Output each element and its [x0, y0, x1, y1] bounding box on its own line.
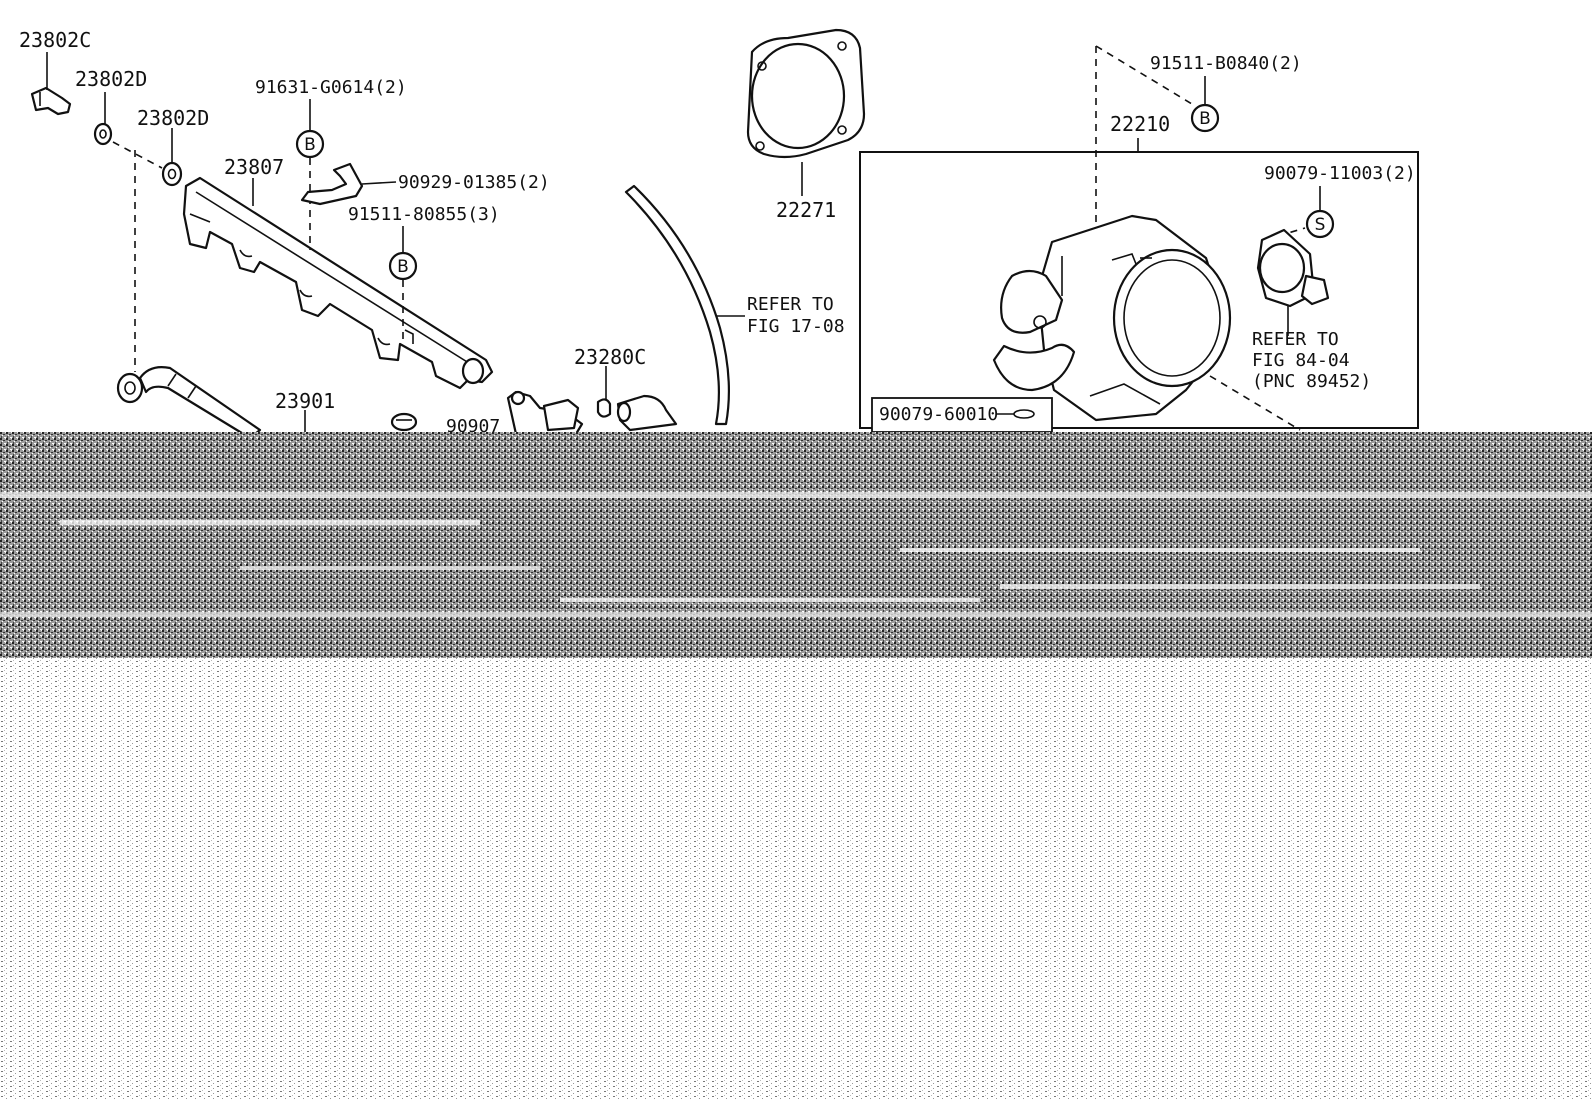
label-23802d-a: 23802D: [75, 67, 147, 91]
fuel-rail-23807: [182, 176, 494, 390]
marker-b-3: B: [1190, 103, 1220, 133]
label-refer-84-04-line1: REFER TO: [1252, 329, 1339, 350]
clip-23280c: [596, 366, 612, 418]
assembly-frame: [859, 151, 1419, 429]
label-23802c: 23802C: [19, 28, 91, 52]
label-91511-b0840: 91511-B0840(2): [1150, 53, 1302, 74]
dashed-line: [112, 141, 163, 169]
vacuum-hose: [624, 184, 745, 426]
label-refer-17-08-line1: REFER TO: [747, 294, 834, 315]
label-90079-60010: 90079-60010: [879, 404, 998, 425]
label-refer-17-08-line2: FIG 17-08: [747, 316, 845, 337]
label-90929-01385: 90929-01385(2): [398, 172, 550, 193]
bolt-23802c: [30, 52, 72, 116]
corrupted-region-dark: [0, 432, 1592, 658]
label-refer-84-04-line2: FIG 84-04: [1252, 350, 1350, 371]
label-23807: 23807: [224, 155, 284, 179]
marker-b-1: B: [295, 129, 325, 159]
label-23901: 23901: [275, 389, 335, 413]
label-22271: 22271: [776, 198, 836, 222]
clip-90929-01385: [300, 162, 397, 206]
svg-text:B: B: [397, 257, 409, 277]
small-bolt: [390, 412, 418, 432]
pressure-regulator: [506, 390, 584, 436]
label-23280c: 23280C: [574, 345, 646, 369]
hose-fitting: [616, 394, 678, 432]
corrupted-region-light: [0, 658, 1592, 1099]
label-90079-11003: 90079-11003(2): [1264, 163, 1416, 184]
throttle-sensor: [1256, 228, 1330, 336]
label-22210: 22210: [1110, 112, 1170, 136]
corrupted-streaks: [0, 492, 1592, 617]
marker-b-2: B: [388, 251, 418, 281]
label-refer-84-04-line3: (PNC 89452): [1252, 371, 1371, 392]
inner-callout-box: [871, 397, 1053, 433]
label-partial: 90907: [446, 416, 500, 437]
svg-text:S: S: [1315, 215, 1326, 235]
label-91511-80855: 91511-80855(3): [348, 204, 500, 225]
svg-text:B: B: [304, 135, 316, 155]
label-91631-g0614: 91631-G0614(2): [255, 77, 407, 98]
marker-s-1: S: [1305, 209, 1335, 239]
washer-23802d-b: [161, 128, 183, 187]
o-ring-icon: [1013, 409, 1035, 419]
label-23802d-b: 23802D: [137, 106, 209, 130]
washer-23802d-a: [93, 92, 113, 146]
gasket-22271: [746, 28, 866, 196]
svg-text:B: B: [1199, 109, 1211, 129]
throttle-body-22210: [992, 214, 1232, 422]
